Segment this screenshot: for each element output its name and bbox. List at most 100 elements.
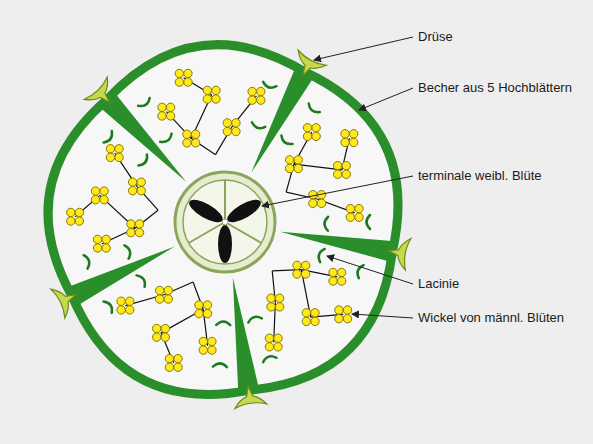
bract-wall <box>280 232 392 261</box>
male-flower <box>93 235 101 243</box>
male-flower <box>117 297 125 305</box>
male-flower <box>164 295 172 303</box>
lacinia <box>104 131 115 144</box>
cyme-branch <box>184 78 212 95</box>
male-flower <box>191 130 199 138</box>
male-flower <box>349 130 357 138</box>
part-label: Lacinie <box>418 276 459 292</box>
leader-line <box>314 37 413 60</box>
male-flower <box>341 138 349 146</box>
ovule <box>186 195 226 226</box>
male-flower <box>342 170 350 178</box>
male-flower <box>175 78 183 86</box>
male-flower <box>285 164 293 172</box>
male-flower <box>223 127 231 135</box>
male-flower <box>275 294 283 302</box>
male-flower <box>195 309 203 317</box>
male-flower <box>275 303 283 311</box>
gland <box>51 280 83 318</box>
male-flower <box>248 96 256 104</box>
cyme-branch <box>100 195 135 228</box>
cyme-branch <box>161 309 203 333</box>
male-flower <box>161 324 169 332</box>
male-flower <box>294 164 302 172</box>
male-flower <box>208 337 216 345</box>
lacinia <box>317 248 325 262</box>
male-flower <box>343 314 351 322</box>
lacinia <box>262 82 276 90</box>
male-flower <box>301 261 309 269</box>
cyme-branch <box>166 112 191 139</box>
male-flower <box>203 301 211 309</box>
male-flower <box>127 220 135 228</box>
lacinia <box>138 98 152 109</box>
male-flower <box>127 228 135 236</box>
male-flower <box>312 124 320 132</box>
male-flower <box>126 297 134 305</box>
male-flower <box>128 187 136 195</box>
cyme-branch <box>232 96 257 127</box>
male-flower <box>346 213 354 221</box>
male-flower <box>343 306 351 314</box>
male-flower <box>311 317 319 325</box>
leader-line <box>359 88 413 110</box>
cyme-branch <box>317 199 355 213</box>
male-flower <box>265 334 273 342</box>
cyme-branch <box>137 186 158 210</box>
cyme-branch <box>125 295 164 306</box>
cyme-branch <box>164 282 193 295</box>
male-flower <box>126 306 134 314</box>
male-flower <box>117 306 125 314</box>
leader-line <box>352 314 413 318</box>
cyme-branch <box>191 95 211 139</box>
male-flower <box>302 309 310 317</box>
lacinia <box>262 354 276 362</box>
male-flower <box>135 228 143 236</box>
lacinia <box>104 300 115 313</box>
male-flower <box>355 213 363 221</box>
male-flower <box>208 346 216 354</box>
male-flower <box>102 235 110 243</box>
male-flower <box>232 119 240 127</box>
male-flower <box>135 220 143 228</box>
male-flower <box>93 244 101 252</box>
male-flower <box>212 95 220 103</box>
lacinia <box>137 273 148 286</box>
male-flower <box>164 286 172 294</box>
male-flower <box>335 306 343 314</box>
lacinia <box>84 254 91 268</box>
male-flower <box>303 132 311 140</box>
bract-wall <box>70 247 175 305</box>
part-label: Becher aus 5 Hochblättern <box>418 80 572 96</box>
male-flower <box>232 127 240 135</box>
cyme-branch <box>294 132 312 164</box>
male-flower <box>91 187 99 195</box>
gland <box>386 235 411 270</box>
male-flower <box>203 95 211 103</box>
male-flower <box>128 178 136 186</box>
gland <box>289 50 327 83</box>
lacinia <box>124 244 131 258</box>
male-flower <box>257 87 265 95</box>
male-flower <box>115 145 123 153</box>
male-flower <box>309 199 317 207</box>
male-flower <box>67 208 75 216</box>
male-flower <box>274 343 282 351</box>
male-flower <box>161 333 169 341</box>
male-flower <box>333 170 341 178</box>
lacinia <box>279 135 292 146</box>
bract-wall <box>233 277 259 389</box>
male-flower <box>333 161 341 169</box>
male-flower <box>329 268 337 276</box>
cyme-branch <box>135 210 158 228</box>
male-flower <box>346 204 354 212</box>
male-flower <box>75 217 83 225</box>
male-flower <box>191 139 199 147</box>
lacinia <box>324 217 328 231</box>
male-flower <box>317 199 325 207</box>
cyme-branch <box>115 153 137 186</box>
male-flower <box>274 334 282 342</box>
male-flower <box>312 132 320 140</box>
gland <box>84 77 121 114</box>
leader-line <box>327 256 413 284</box>
